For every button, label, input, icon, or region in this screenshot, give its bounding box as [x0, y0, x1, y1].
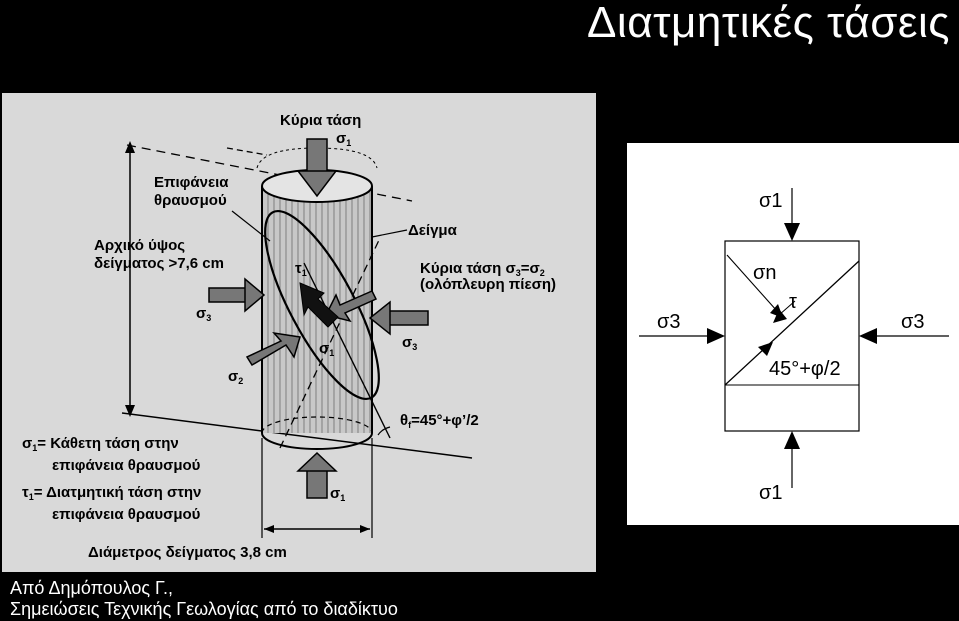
legend-sigma1-line1: σ1= Κάθετη τάση στην	[22, 435, 179, 453]
tau1-label: τ1	[295, 260, 307, 278]
tau-arrow-upper	[773, 309, 787, 323]
legend-tau1-line2: επιφάνεια θραυσμού	[52, 506, 201, 523]
confining-pressure-label-1: Κύρια τάση σ3=σ2	[420, 260, 545, 278]
sigma3-right-label: σ3	[402, 334, 417, 352]
legend-sigma1-line2: επιφάνεια θραυσμού	[52, 457, 201, 474]
credit-line-2: Σημειώσεις Τεχνικής Γεωλογίας από το δια…	[10, 599, 398, 619]
confining-pressure-label-2: (ολόπλευρη πίεση)	[420, 276, 556, 293]
stress-element-diagram: σ1 σ1 σ3 σ3 σn τ 45°+φ/2	[627, 143, 959, 525]
source-credit: Από Δημόπουλος Γ., Σημειώσεις Τεχνικής Γ…	[10, 578, 398, 620]
sigma1-bottom-label: σ1	[759, 482, 782, 504]
tau-label: τ	[789, 291, 797, 313]
stress-element-box	[724, 240, 860, 432]
legend-tau1-line1: τ1= Διατμητική τάση στην	[22, 484, 201, 502]
sigma2-label: σ2	[228, 368, 243, 386]
angle-label: 45°+φ/2	[769, 358, 841, 380]
principal-stress-title: Κύρια τάση	[280, 112, 361, 129]
tau1-arrow	[299, 282, 339, 328]
base-line	[121, 412, 473, 459]
sigma3-left-label: σ3	[657, 311, 680, 333]
failure-angle-label: θf=45°+φ’/2	[400, 412, 479, 430]
sigma3-left-arrow	[208, 277, 266, 313]
sigma2-back-arrow	[324, 290, 378, 323]
sigma3-left-label: σ3	[196, 305, 211, 323]
sigma1-top-label: σ1	[759, 190, 782, 212]
failure-plane	[264, 209, 380, 401]
sigma-n-label: σn	[753, 262, 776, 284]
diameter-dimension	[261, 438, 373, 538]
sigma1-plane-label: σ1	[319, 340, 334, 358]
sigma3-right-arrow	[368, 300, 429, 336]
sigma1-top-arrow	[296, 138, 338, 198]
sigma1-top-arrow	[784, 223, 800, 241]
inclined-plane	[724, 260, 860, 386]
sigma1-bottom-arrow	[784, 431, 800, 449]
diameter-label: Διάμετρος δείγματος 3,8 cm	[88, 544, 287, 561]
sigma1-bottom-label: σ1	[330, 485, 345, 503]
sigma3-left-arrow	[707, 328, 725, 344]
sigma3-right-label: σ3	[901, 311, 924, 333]
failure-surface-label-2: θραυσμού	[154, 192, 227, 209]
sigma1-bottom-arrow	[296, 451, 338, 499]
failure-surface-label-1: Επιφάνεια	[154, 174, 229, 191]
initial-height-label-2: δείγματος >7,6 cm	[94, 255, 224, 272]
sigma2-arrow	[245, 331, 301, 367]
initial-height-label-1: Αρχικό ύψος	[94, 237, 185, 254]
page-title: Διατμητικές τάσεις	[587, 0, 950, 47]
sigma3-right-arrow	[859, 328, 877, 344]
tau-arrow-lower	[758, 342, 773, 356]
sample-label: Δείγμα	[408, 222, 458, 239]
credit-line-1: Από Δημόπουλος Γ.,	[10, 578, 173, 598]
height-dimension	[125, 141, 135, 417]
triaxial-sample-diagram: Κύρια τάση σ1 Επιφάνεια θραυσμού Αρχικό …	[2, 93, 596, 572]
sigma1-top-label: σ1	[336, 130, 351, 148]
